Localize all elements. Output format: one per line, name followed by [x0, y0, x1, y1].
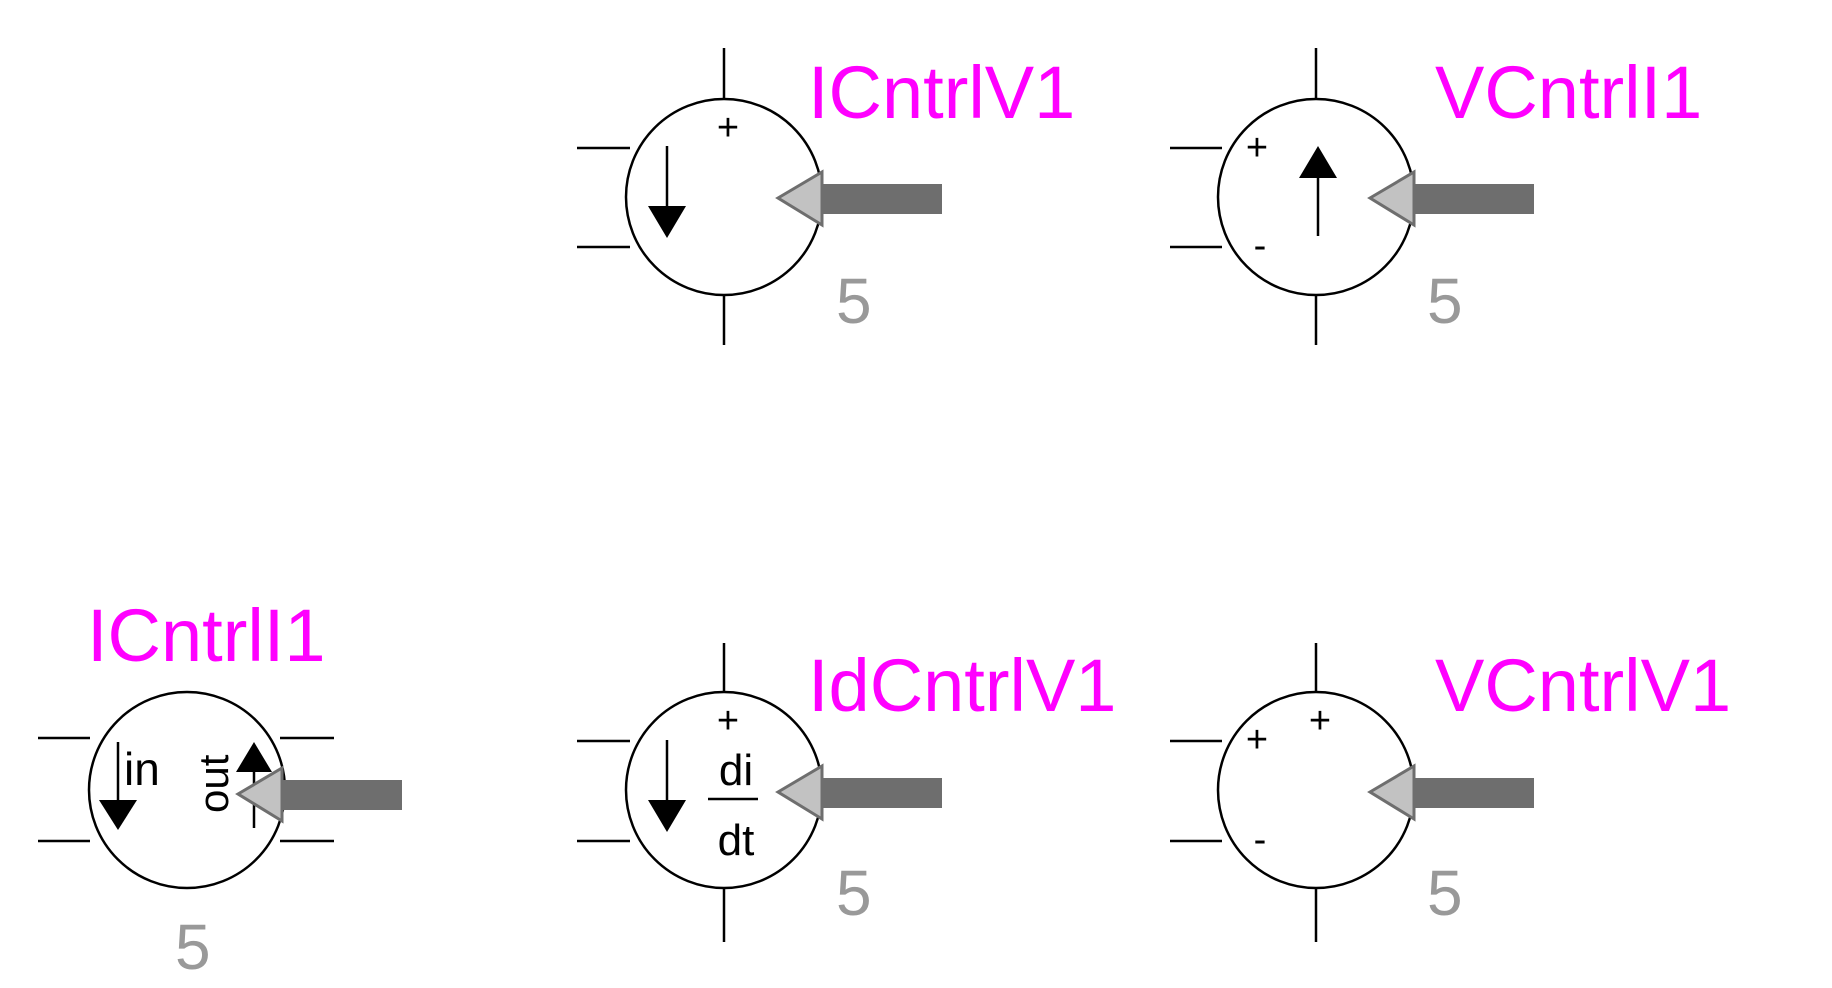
out-label: out [190, 754, 237, 813]
plus-sign: + [717, 107, 739, 149]
component-icntrli1[interactable]: in out ICntrlI1 5 [38, 594, 402, 983]
component-icntrlv1[interactable]: + ICntrlV1 5 [577, 48, 1075, 345]
output-plus-sign: + [1246, 719, 1268, 761]
component-name[interactable]: VCntrlI1 [1435, 51, 1702, 134]
plus-sign: + [717, 700, 739, 742]
input-current-down-arrow-icon [99, 742, 137, 830]
minus-sign: - [1254, 225, 1267, 267]
selection-pointer-icon [1367, 763, 1534, 822]
selection-pointer-icon [775, 169, 942, 228]
component-value[interactable]: 5 [1427, 265, 1463, 337]
component-name[interactable]: ICntrlV1 [808, 51, 1075, 134]
control-plus-sign: + [1309, 700, 1331, 742]
derivative-denominator: dt [718, 816, 755, 865]
component-name[interactable]: VCntrlV1 [1435, 644, 1731, 727]
selection-pointer-icon [1367, 169, 1534, 228]
component-value[interactable]: 5 [836, 265, 872, 337]
minus-sign: - [1254, 819, 1267, 861]
component-value[interactable]: 5 [836, 857, 872, 929]
component-name[interactable]: ICntrlI1 [87, 594, 326, 677]
component-vcntrli1[interactable]: + - VCntrlI1 5 [1170, 48, 1702, 345]
component-value[interactable]: 5 [1427, 857, 1463, 929]
selection-pointer-icon [775, 763, 942, 822]
current-down-arrow-icon [648, 146, 686, 238]
current-down-arrow-icon [648, 740, 686, 832]
in-label: in [124, 743, 160, 795]
component-name[interactable]: IdCntrlV1 [808, 644, 1116, 727]
plus-sign: + [1246, 127, 1268, 169]
selection-pointer-icon [235, 765, 402, 824]
current-up-arrow-icon [1299, 146, 1337, 236]
component-idcntrlv1[interactable]: + di dt IdCntrlV1 5 [577, 643, 1116, 942]
derivative-numerator: di [719, 746, 753, 795]
component-value[interactable]: 5 [175, 911, 211, 983]
component-vcntrlv1[interactable]: + + - VCntrlV1 5 [1170, 643, 1731, 942]
